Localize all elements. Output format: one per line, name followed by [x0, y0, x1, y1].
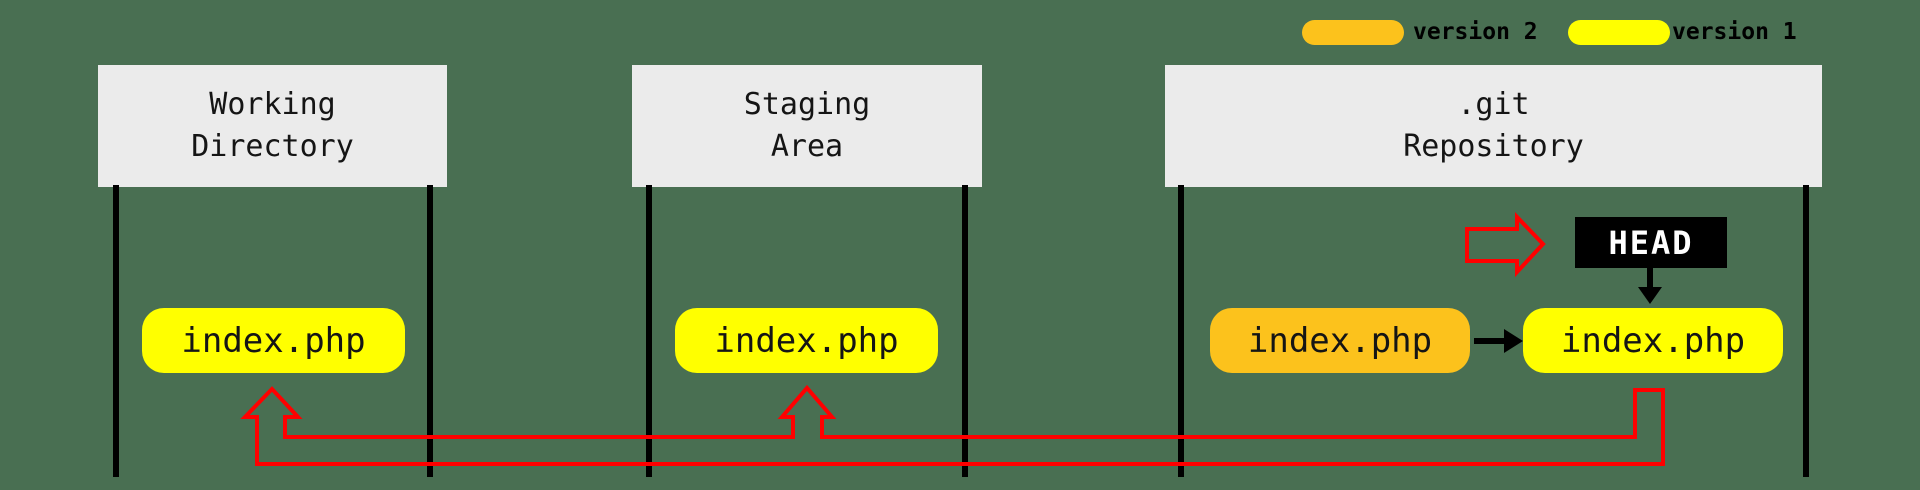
head-pointer-arrow — [1465, 212, 1546, 278]
staging-area-left-line — [646, 185, 652, 477]
legend-version2-swatch — [1302, 20, 1404, 45]
head-arrow-head — [1638, 287, 1662, 304]
repository-version2-file-label: index.php — [1247, 320, 1433, 361]
commit-arrow-head — [1504, 329, 1523, 353]
repository-left-line — [1178, 185, 1184, 477]
legend-version2-label: version 2 — [1413, 19, 1538, 45]
legend-version1-swatch — [1568, 20, 1670, 45]
staging-area-file-pill: index.php — [675, 308, 938, 373]
staging-area-box: Staging Area — [632, 65, 982, 187]
repository-version2-file-pill: index.php — [1210, 308, 1470, 373]
head-tag-label: HEAD — [1608, 223, 1694, 262]
staging-area-title-line1: Staging — [743, 87, 871, 122]
repository-version1-file-label: index.php — [1560, 320, 1746, 361]
git-repository-box: .git Repository — [1165, 65, 1822, 187]
repository-right-line — [1803, 185, 1809, 477]
staging-area-right-line — [962, 185, 968, 477]
legend-version1-label: version 1 — [1672, 19, 1797, 45]
git-repository-title-line2: Repository — [1403, 129, 1584, 164]
working-directory-title-line1: Working — [209, 87, 336, 122]
git-repository-title-line1: .git — [1457, 87, 1530, 122]
checkout-flow-arrow — [240, 384, 1665, 466]
working-directory-title-line2: Directory — [191, 129, 354, 164]
working-directory-file-label: index.php — [181, 320, 366, 361]
working-directory-left-line — [113, 185, 119, 477]
staging-area-title-line2: Area — [770, 129, 844, 164]
working-directory-right-line — [427, 185, 433, 477]
staging-area-file-label: index.php — [714, 320, 899, 361]
working-directory-file-pill: index.php — [142, 308, 405, 373]
working-directory-box: Working Directory — [98, 65, 447, 187]
head-tag: HEAD — [1575, 217, 1727, 268]
repository-version1-file-pill: index.php — [1523, 308, 1783, 373]
